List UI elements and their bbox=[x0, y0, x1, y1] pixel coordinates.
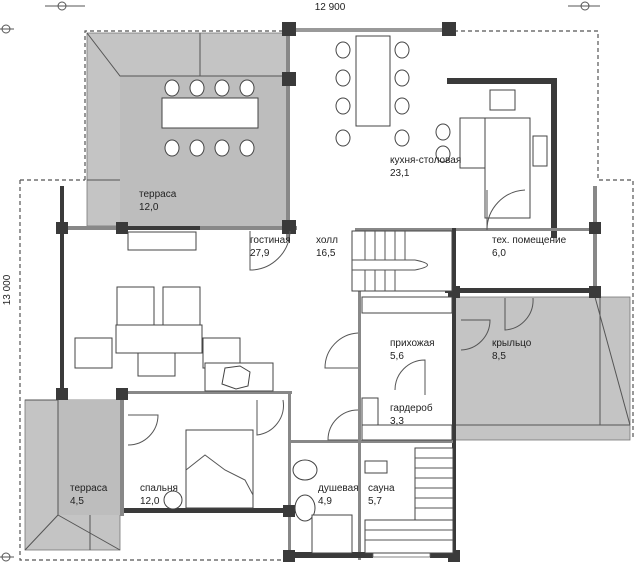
svg-text:5,6: 5,6 bbox=[390, 351, 404, 362]
bathroom-fixtures bbox=[292, 459, 353, 554]
room-label-bedroom: спальня 12,0 bbox=[140, 483, 178, 507]
svg-text:27,9: 27,9 bbox=[250, 248, 270, 259]
svg-text:прихожая: прихожая bbox=[390, 338, 435, 349]
room-label-wardrobe: гардероб 3,3 bbox=[390, 402, 433, 427]
stairs bbox=[351, 230, 453, 292]
svg-text:3,3: 3,3 bbox=[390, 416, 404, 427]
svg-text:6,0: 6,0 bbox=[492, 248, 506, 259]
svg-text:16,5: 16,5 bbox=[316, 248, 336, 259]
svg-text:кухня-столовая: кухня-столовая bbox=[390, 155, 461, 166]
svg-text:терраса: терраса bbox=[139, 189, 177, 200]
dimension-width: 12 900 bbox=[315, 2, 346, 13]
room-label-living: гостиная 27,9 bbox=[250, 235, 291, 259]
terrace-dining-table bbox=[161, 79, 259, 157]
terrace-bottom bbox=[24, 399, 121, 551]
svg-text:8,5: 8,5 bbox=[492, 351, 506, 362]
svg-text:терраса: терраса bbox=[70, 483, 108, 494]
svg-text:12,0: 12,0 bbox=[140, 496, 160, 507]
room-label-shower: душевая 4,9 bbox=[318, 483, 359, 507]
room-label-entrance: прихожая 5,6 bbox=[390, 338, 435, 362]
svg-text:гардероб: гардероб bbox=[390, 402, 433, 414]
room-label-utility: тех. помещение 6,0 bbox=[492, 235, 567, 259]
svg-text:5,7: 5,7 bbox=[368, 496, 382, 507]
svg-text:4,5: 4,5 bbox=[70, 496, 84, 507]
svg-text:душевая: душевая bbox=[318, 483, 359, 494]
room-label-sauna: сауна 5,7 bbox=[368, 483, 395, 507]
doors bbox=[127, 189, 534, 446]
svg-text:крыльцо: крыльцо bbox=[492, 338, 532, 349]
room-label-porch: крыльцо 8,5 bbox=[492, 338, 532, 362]
svg-text:тех. помещение: тех. помещение bbox=[492, 235, 567, 246]
svg-text:сауна: сауна bbox=[368, 483, 395, 494]
svg-text:12,0: 12,0 bbox=[139, 202, 159, 213]
svg-text:холл: холл bbox=[316, 235, 338, 246]
svg-text:23,1: 23,1 bbox=[390, 168, 410, 179]
room-label-kitchen-dining: кухня-столовая 23,1 bbox=[390, 155, 461, 179]
living-furniture bbox=[74, 231, 274, 392]
porch bbox=[454, 296, 631, 441]
room-label-hall: холл 16,5 bbox=[316, 235, 338, 259]
dimension-height: 13 000 bbox=[2, 274, 13, 305]
roof-outline bbox=[19, 30, 634, 561]
sauna-benches bbox=[364, 447, 454, 554]
svg-text:спальня: спальня bbox=[140, 483, 178, 494]
terrace-top bbox=[86, 32, 288, 227]
bed bbox=[163, 429, 254, 510]
svg-text:4,9: 4,9 bbox=[318, 496, 332, 507]
wardrobe-rails bbox=[361, 296, 453, 441]
walls bbox=[56, 22, 601, 562]
kitchen-dining-table bbox=[335, 35, 410, 147]
dimension-lines bbox=[0, 1, 600, 562]
room-label-terrace-bottom: терраса 4,5 bbox=[70, 483, 108, 507]
room-label-terrace-top: терраса 12,0 bbox=[139, 189, 177, 213]
svg-text:гостиная: гостиная bbox=[250, 235, 291, 246]
kitchen-counter bbox=[435, 89, 548, 219]
